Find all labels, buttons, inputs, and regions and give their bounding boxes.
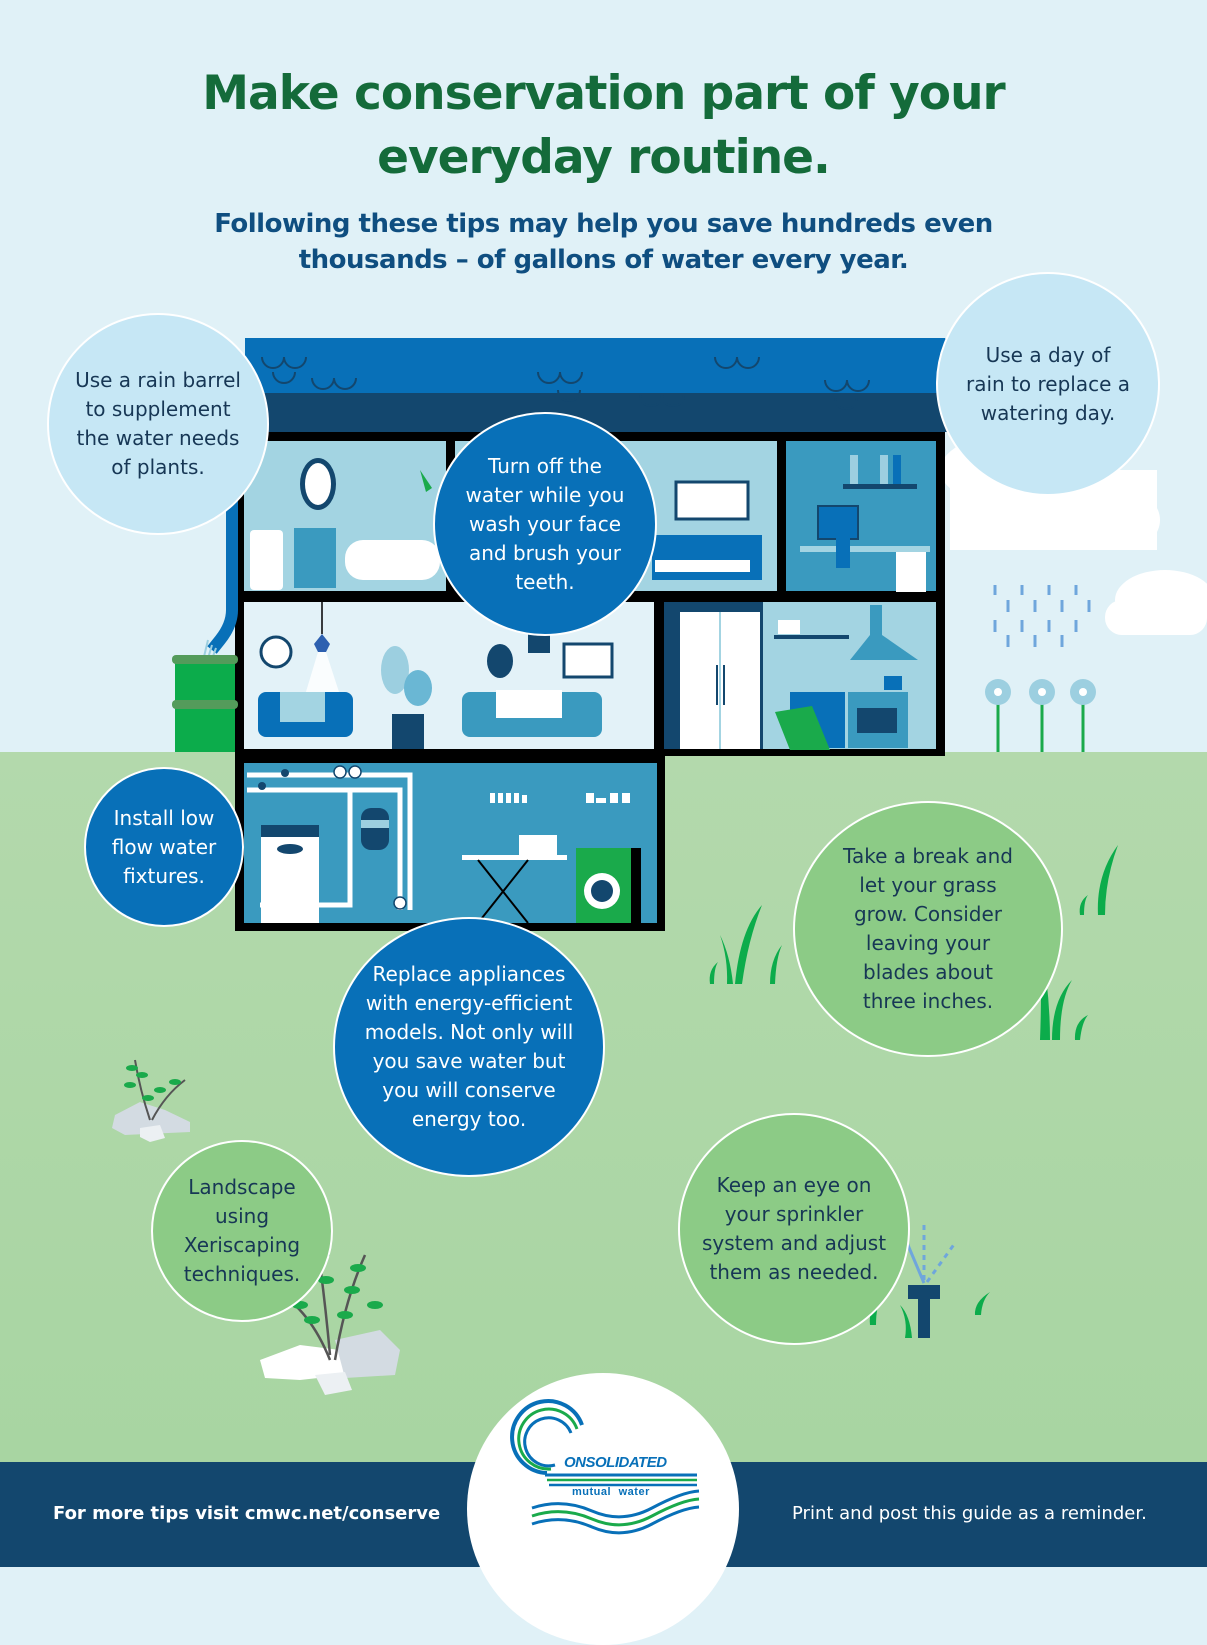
- tip-replace-appliances: Replace appliances with energy-efficient…: [333, 917, 605, 1177]
- plant-pot: [392, 714, 424, 749]
- lamp-icon: [314, 634, 330, 652]
- laundry-bottles: [490, 793, 630, 803]
- tip-turn-off-water: Turn off the water while you wash your f…: [433, 412, 657, 636]
- water-heater: [261, 825, 319, 923]
- rock-plant-icon: [112, 1059, 190, 1142]
- logo-badge: ONSOLIDATED mutual water: [467, 1373, 739, 1645]
- logo-wordmark: ONSOLIDATED: [564, 1454, 667, 1471]
- tip-sprinkler: Keep an eye on your sprinkler system and…: [678, 1113, 910, 1345]
- tip-rain-barrel: Use a rain barrel to supplement the wate…: [47, 313, 269, 535]
- pressure-tank: [361, 808, 389, 850]
- more-tips-link[interactable]: For more tips visit cmwc.net/conserve: [53, 1503, 441, 1524]
- shower-head-icon: [420, 470, 432, 492]
- ironing-board: [462, 855, 567, 860]
- grass-icon: [709, 845, 1118, 1338]
- tip-low-flow: Install low flow water fixtures.: [84, 767, 244, 927]
- range-hood: [850, 605, 918, 660]
- logo-tagline: mutual water: [572, 1486, 650, 1498]
- flower-icon: [985, 679, 1096, 752]
- tip-xeriscaping: Landscape using Xeriscaping techniques.: [151, 1140, 333, 1322]
- page-title: Make conservation part of your everyday …: [202, 66, 1005, 185]
- tip-rain-day: Use a day of rain to replace a watering …: [936, 272, 1160, 496]
- clock-icon: [259, 635, 293, 669]
- roof-shingles: [261, 356, 870, 410]
- rock-plant-icon: [260, 1249, 400, 1395]
- print-reminder: Print and post this guide as a reminder.: [792, 1503, 1147, 1524]
- rain-icon: [993, 585, 1091, 647]
- tip-grass: Take a break and let your grass grow. Co…: [793, 801, 1063, 1057]
- downspout: [207, 440, 238, 654]
- page-subtitle: Following these tips may help you save h…: [214, 209, 993, 275]
- consolidated-mutual-water-logo: [510, 1399, 700, 1535]
